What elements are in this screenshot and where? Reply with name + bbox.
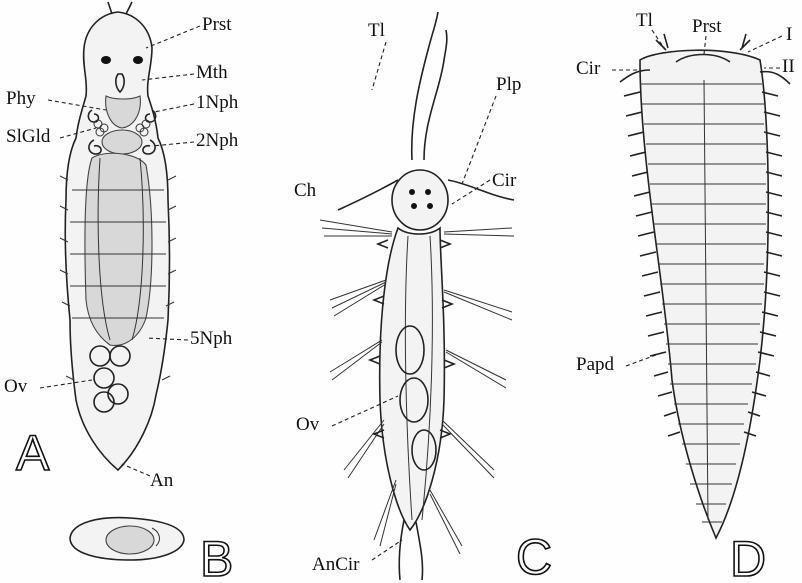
figure-c-palp-left [338,180,398,210]
label-c-cir: Cir [492,170,517,191]
label-a-an: An [150,470,174,491]
label-c-ancir: AnCir [312,554,360,575]
figure-c-head [392,170,448,230]
figure-b-gut [106,526,154,554]
label-a-1nph: 1Nph [196,92,239,113]
figure-c [320,12,514,580]
figure-a-eye-right [133,56,143,64]
label-c-ch: Ch [294,180,317,201]
label-a-slgld: SlGld [6,126,51,147]
label-d-prst: Prst [692,16,722,37]
panel-letter-a: A [16,425,50,481]
figure-d [620,34,790,538]
label-d-tl: Tl [636,10,653,31]
label-d-i: I [786,24,792,45]
panel-letter-c: C [516,529,552,583]
figure-a [60,2,176,470]
label-a-2nph: 2Nph [196,130,239,151]
figure-a-eye-left [101,56,111,64]
label-a-mth: Mth [196,62,228,83]
label-d-papd: Papd [576,354,615,375]
label-c-ov: Ov [296,414,320,435]
label-a-prst: Prst [202,14,232,35]
panel-letter-b: B [200,531,233,583]
label-c-tl: Tl [368,20,385,41]
panel-letter-d: D [730,531,766,583]
label-d-ii: II [782,56,795,77]
label-a-phy: Phy [6,88,36,109]
figure-a-pharynx-bulb [102,130,142,154]
label-a-ov: Ov [4,376,28,397]
figure-b [70,518,184,560]
label-d-cir: Cir [576,58,601,79]
label-c-plp: Plp [496,74,521,95]
label-a-5nph: 5Nph [190,328,233,349]
